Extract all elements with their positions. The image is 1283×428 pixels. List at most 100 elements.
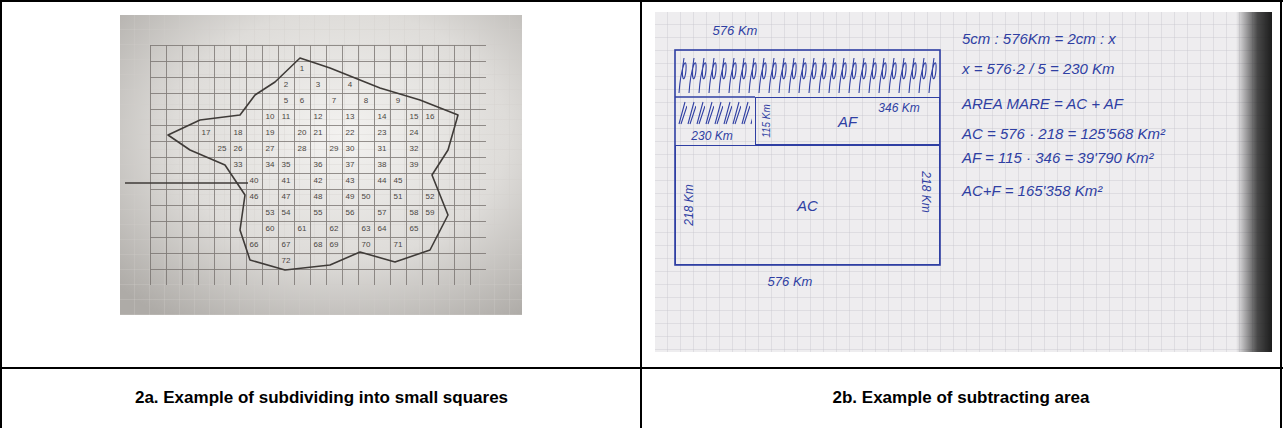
square-number: 18 (234, 129, 243, 137)
square-number: 64 (378, 225, 387, 233)
square-number: 24 (410, 129, 419, 137)
label-slot: 8 (364, 97, 368, 105)
label-slot: 37 (346, 161, 355, 169)
label-slot: 50 (362, 193, 371, 201)
caption-cell: 2b. Example of subtracting area (642, 369, 1280, 427)
photo-paper (655, 12, 1272, 352)
label-slot: 6 (300, 97, 304, 105)
square-number: 39 (410, 161, 419, 169)
square-number: 59 (426, 209, 435, 217)
label-slot: 51 (394, 193, 403, 201)
label-slot: 66 (250, 241, 259, 249)
calculation-line: AC = 576 · 218 = 125'568 Km² (962, 125, 1165, 142)
label-slot: 16 (426, 113, 435, 121)
label-slot: 18 (234, 129, 243, 137)
photo-shadow (1236, 12, 1272, 352)
label-slot: 67 (282, 241, 291, 249)
square-number: 38 (378, 161, 387, 169)
label-slot: 48 (314, 193, 323, 201)
label-slot: 1 (300, 65, 304, 73)
label-slot: 21 (314, 129, 323, 137)
square-number: 60 (266, 225, 275, 233)
area-name: AF (838, 113, 857, 130)
dimension-label: 218 Km (682, 184, 696, 225)
square-number: 7 (332, 97, 336, 105)
label-slot: 54 (282, 209, 291, 217)
square-number: 68 (314, 241, 323, 249)
square-number: 25 (218, 145, 227, 153)
square-number: 2 (284, 81, 288, 89)
label-slot: 38 (378, 161, 387, 169)
label-slot: 218 Km (919, 171, 933, 212)
label-slot: AC+F = 165'358 Km² (962, 182, 1102, 199)
square-number: 35 (282, 161, 291, 169)
france-outline (168, 58, 458, 270)
calculation-line: AC+F = 165'358 Km² (962, 182, 1102, 199)
label-slot: 69 (330, 241, 339, 249)
paper-grid (120, 15, 522, 315)
area-name: AC (797, 197, 818, 214)
square-number: 12 (314, 113, 323, 121)
square-number: 66 (250, 241, 259, 249)
square-number: 11 (282, 113, 290, 121)
paper-grid (655, 12, 1272, 352)
square-number: 65 (410, 225, 419, 233)
square-number: 15 (410, 113, 419, 121)
square-number: 72 (282, 257, 291, 265)
pencil-line (125, 182, 248, 184)
square-number: 20 (298, 129, 307, 137)
label-slot: 29 (330, 145, 339, 153)
label-slot: 576 Km (768, 274, 813, 289)
dimension-label: 218 Km (919, 171, 933, 212)
label-slot: 15 (410, 113, 419, 121)
label-slot: 46 (250, 193, 259, 201)
square-number: 57 (378, 209, 387, 217)
label-slot: 10 (266, 113, 275, 121)
square-number: 10 (266, 113, 275, 121)
square-number: 42 (314, 177, 323, 185)
label-slot: 65 (410, 225, 419, 233)
calculation-line: AF = 115 · 346 = 39'790 Km² (962, 149, 1154, 166)
label-slot: 40 (250, 177, 259, 185)
table-border (1280, 0, 1282, 428)
label-slot: 59 (426, 209, 435, 217)
label-slot: 576 Km (713, 23, 758, 38)
outer-rectangle (675, 50, 940, 265)
square-number: 14 (378, 113, 387, 121)
label-slot: 61 (298, 225, 307, 233)
label-slot: 115 Km (761, 104, 772, 138)
label-slot: 4 (348, 81, 352, 89)
square-number: 29 (330, 145, 339, 153)
calculation-line: 5cm : 576Km = 2cm : x (962, 30, 1116, 47)
label-slot: 9 (396, 97, 400, 105)
square-number: 23 (378, 129, 387, 137)
label-slot: 32 (410, 145, 419, 153)
label-slot: 36 (314, 161, 323, 169)
label-slot: 12 (314, 113, 323, 121)
label-slot: 53 (266, 209, 275, 217)
label-slot: 20 (298, 129, 307, 137)
label-slot: 39 (410, 161, 419, 169)
label-slot: 22 (346, 129, 355, 137)
square-number: 49 (346, 193, 355, 201)
square-number: 5 (284, 97, 288, 105)
square-number: 22 (346, 129, 355, 137)
scribble-hatch (678, 100, 752, 125)
label-slot: 23 (378, 129, 387, 137)
label-slot: 72 (282, 257, 291, 265)
square-number: 6 (300, 97, 304, 105)
square-number: 21 (314, 129, 323, 137)
label-slot: AREA MARE = AC + AF (962, 95, 1123, 112)
square-number: 27 (266, 145, 275, 153)
square-number: 58 (410, 209, 419, 217)
square-number: 16 (426, 113, 435, 121)
label-slot: 24 (410, 129, 419, 137)
calculation-line: AREA MARE = AC + AF (962, 95, 1123, 112)
square-number: 47 (282, 193, 291, 201)
square-number: 51 (394, 193, 403, 201)
square-number: 26 (234, 145, 243, 153)
label-slot: 5 (284, 97, 288, 105)
label-slot: 17 (202, 129, 211, 137)
square-number: 13 (346, 113, 355, 121)
